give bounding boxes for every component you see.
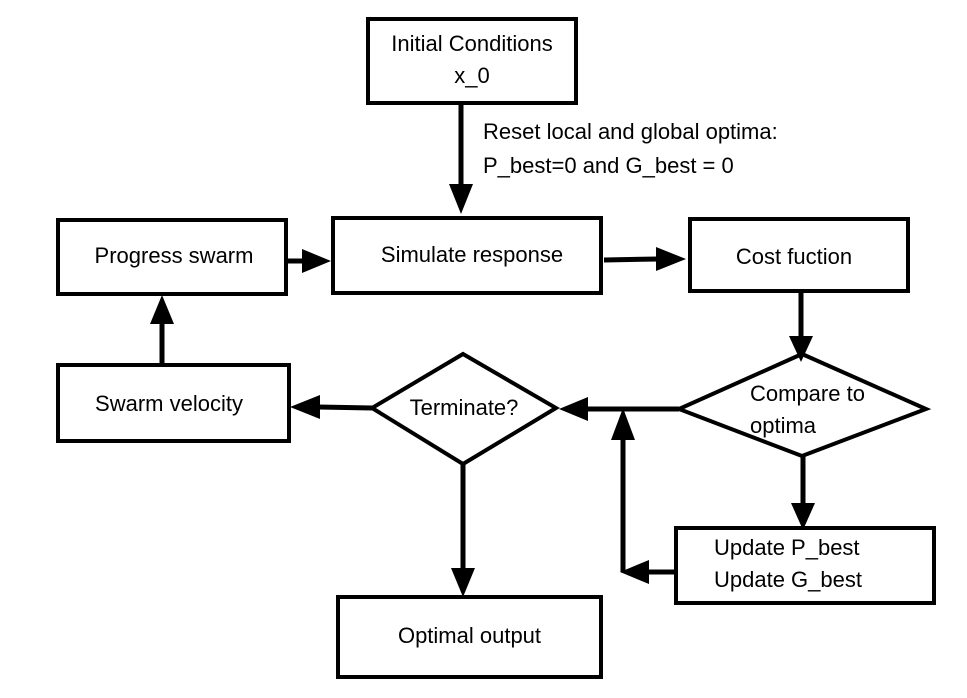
progress-swarm-label: Progress swarm — [94, 243, 254, 268]
compare-line2: optima — [750, 413, 817, 438]
simulate-response-label: Simulate response — [380, 242, 564, 267]
initial-conditions-line1: Initial Conditions — [391, 31, 553, 56]
update-best-label: Update P_best Update G_best — [714, 532, 862, 596]
terminate-label: Terminate? — [409, 395, 519, 420]
reset-annotation-line1: Reset local and global optima: — [483, 119, 778, 144]
connectors — [150, 103, 815, 597]
update-gbest-line: Update G_best — [714, 567, 862, 592]
swarm-velocity-label: Swarm velocity — [95, 391, 243, 416]
compare-line1: Compare to — [750, 381, 865, 406]
cost-function-box — [688, 217, 910, 293]
cost-function-label: Cost fuction — [735, 244, 853, 269]
arrow-terminate-to-velocity — [317, 404, 373, 411]
initial-conditions-box — [366, 17, 578, 105]
progress-swarm-box — [56, 218, 288, 296]
reset-annotation-line2: P_best=0 and G_best = 0 — [483, 153, 734, 178]
reset-annotation: Reset local and global optima: P_best=0 … — [483, 116, 778, 182]
initial-conditions-label: Initial Conditions x_0 — [368, 28, 576, 92]
optimal-output-box — [336, 595, 603, 679]
simulate-response-box — [331, 216, 603, 295]
initial-conditions-line2: x_0 — [454, 63, 490, 88]
update-best-box — [674, 526, 936, 605]
update-pbest-line: Update P_best — [714, 535, 860, 560]
compare-label: Compare to optima — [750, 378, 865, 442]
swarm-velocity-box — [56, 363, 291, 443]
arrow-simulate-to-cost — [603, 256, 659, 263]
optimal-output-label: Optimal output — [397, 623, 542, 648]
